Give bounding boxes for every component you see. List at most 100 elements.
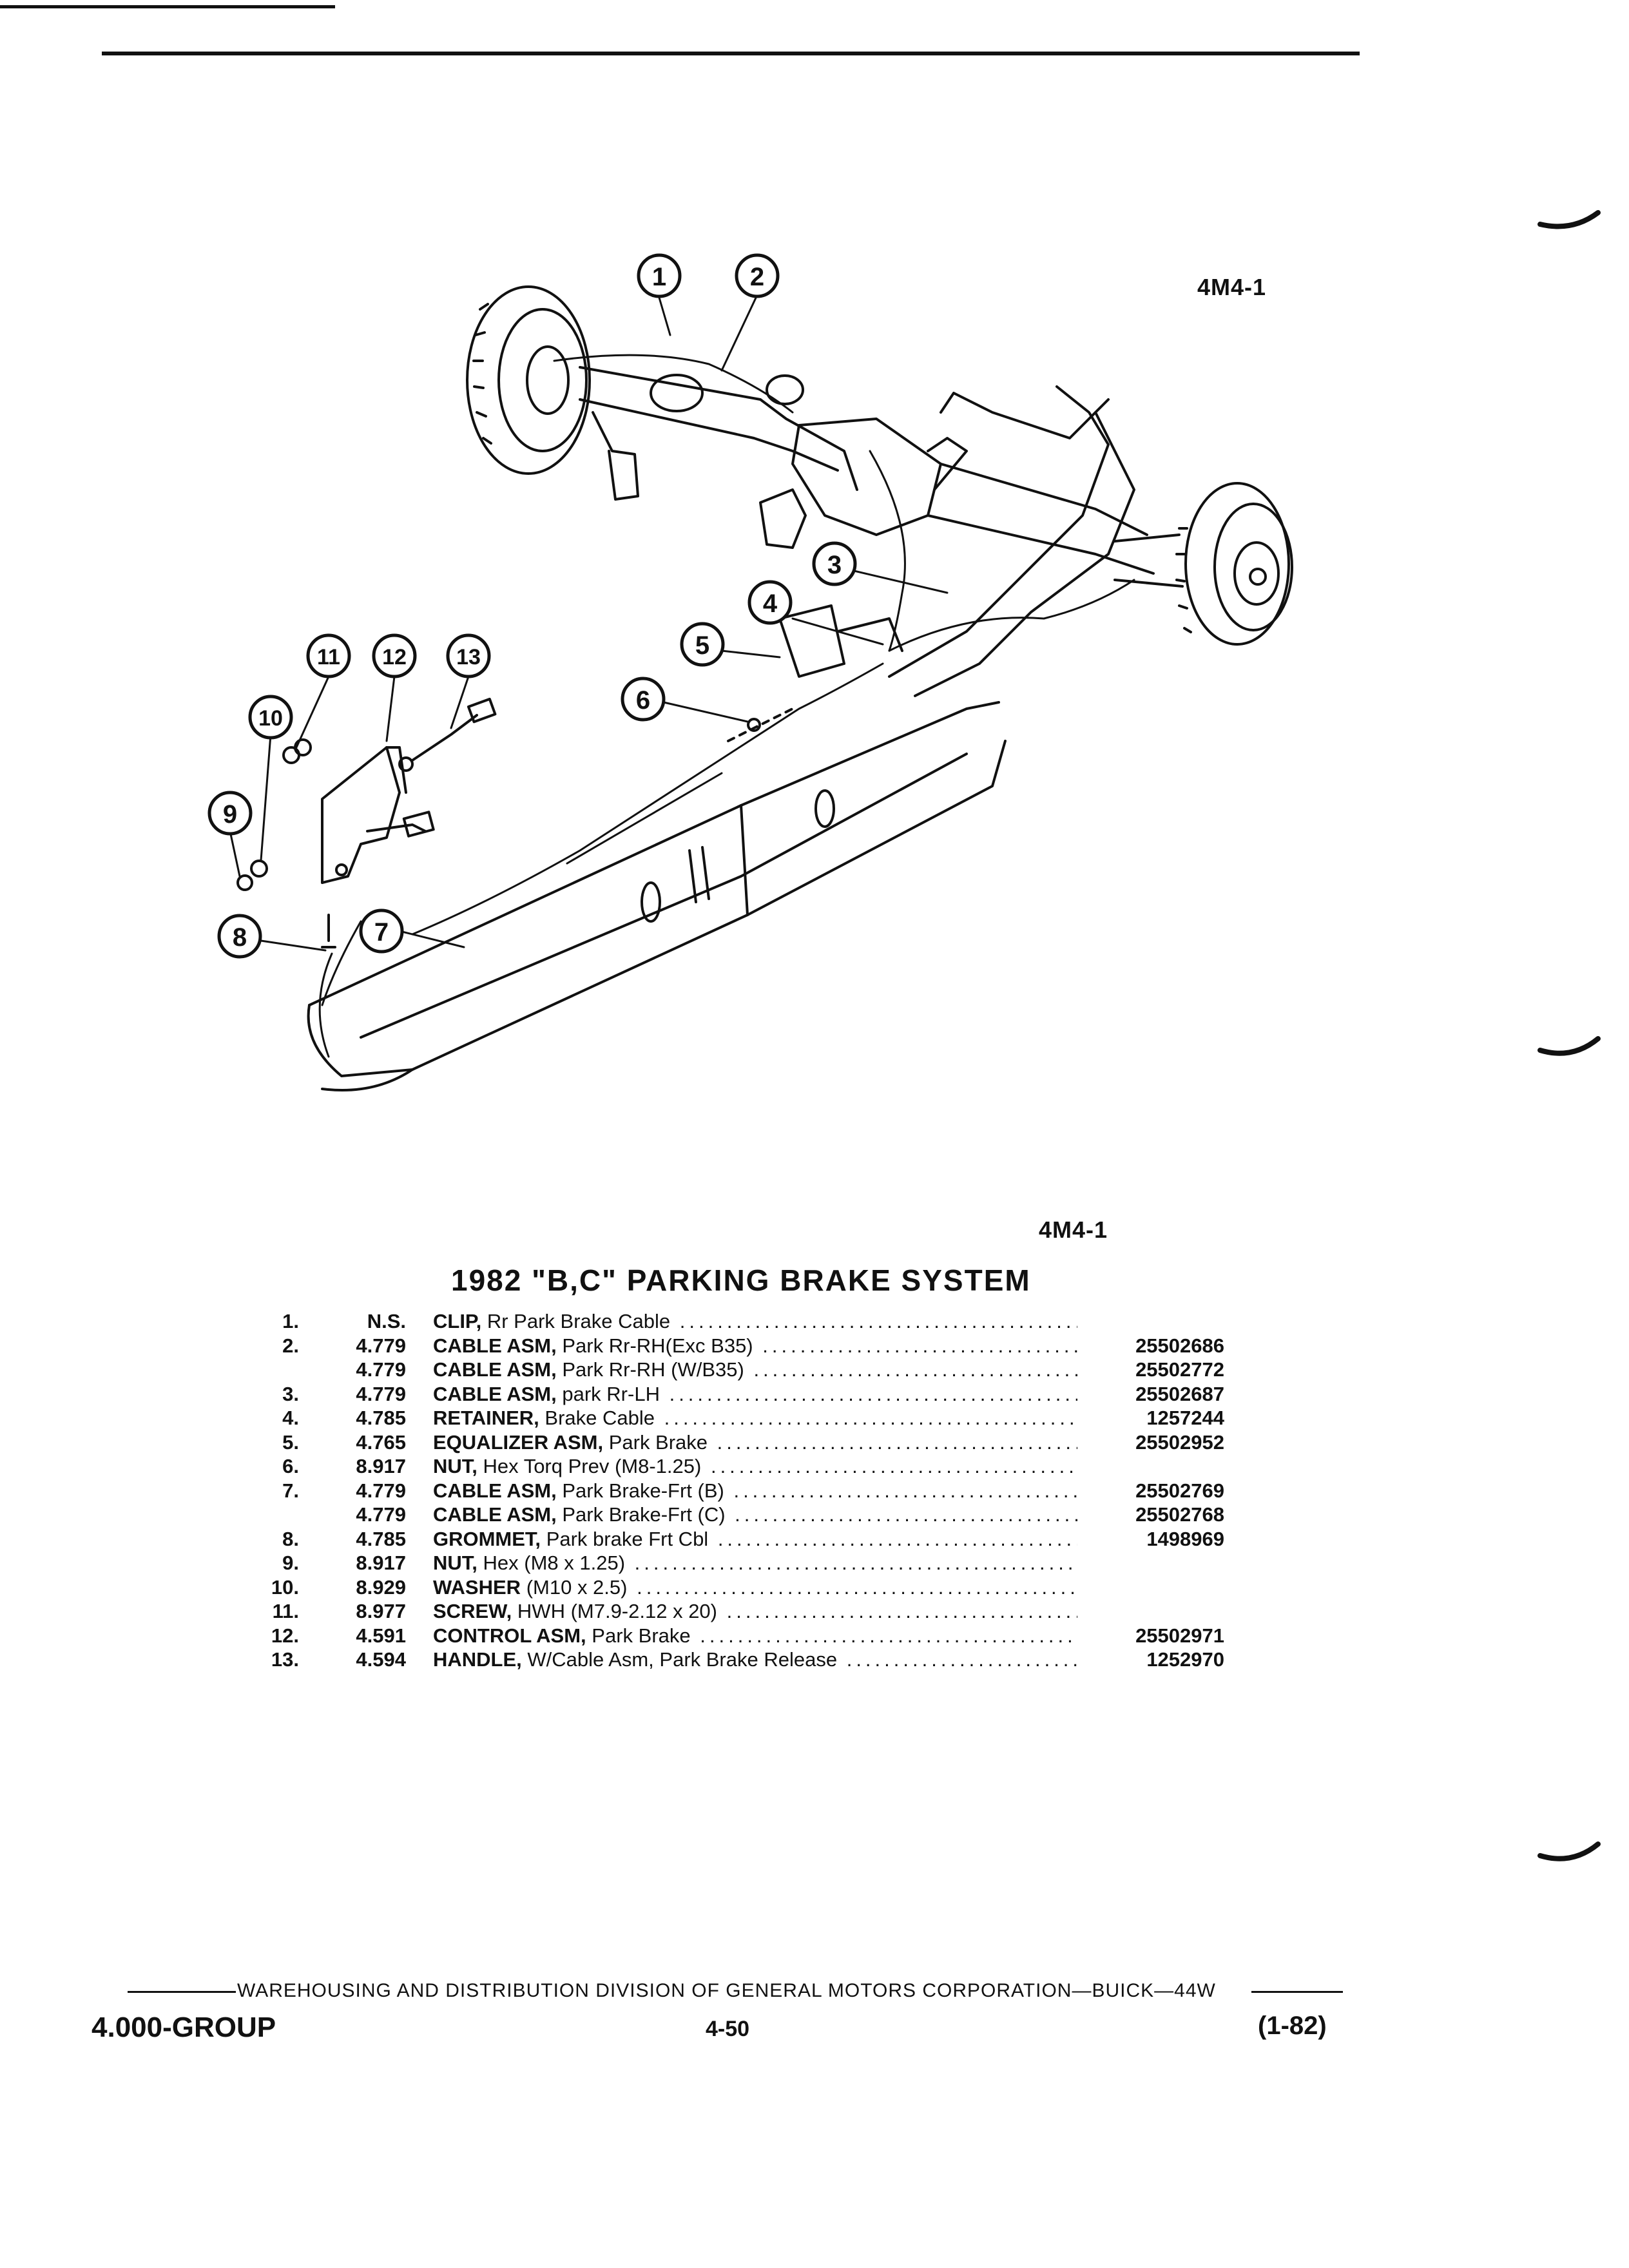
footer-rule-left xyxy=(128,1991,236,1993)
leader-dots: ........................................… xyxy=(700,1624,1077,1647)
group-number: 8.977 xyxy=(356,1600,406,1622)
page-title: 1982 "B,C" PARKING BRAKE SYSTEM xyxy=(451,1264,1031,1297)
part-description: NUT, Hex (M8 x 1.25) ...................… xyxy=(433,1551,1077,1575)
part-description: CONTROL ASM, Park Brake ................… xyxy=(433,1624,1077,1648)
part-detail: (M10 x 2.5) xyxy=(526,1575,628,1599)
part-detail: Park Rr-RH (W/B35) xyxy=(562,1358,744,1381)
callout-10 xyxy=(248,695,293,740)
part-number: 1498969 xyxy=(1146,1527,1224,1550)
leader-lines xyxy=(229,294,949,952)
callout-13 xyxy=(446,633,491,678)
footer-page-number: 4-50 xyxy=(706,2017,750,2041)
part-detail: Rr Park Brake Cable xyxy=(487,1310,671,1332)
left-brake-drum xyxy=(466,285,591,475)
item-number: 10. xyxy=(271,1575,299,1599)
release-handle xyxy=(398,697,497,772)
group-number: 8.917 xyxy=(356,1455,406,1477)
part-name: HANDLE, xyxy=(433,1648,522,1671)
callout-label-9: 9 xyxy=(223,800,237,829)
part-name: CABLE ASM, xyxy=(433,1334,557,1357)
part-detail: HWH (M7.9-2.12 x 20) xyxy=(517,1600,717,1622)
leader-dots: ........................................… xyxy=(717,1527,1077,1550)
leader-dots: ........................................… xyxy=(846,1648,1077,1671)
group-number: 4.779 xyxy=(356,1503,406,1526)
callout-label-11: 11 xyxy=(317,645,340,669)
part-description: CABLE ASM, Park Brake-Frt (B) ..........… xyxy=(433,1479,1077,1503)
rear-axle xyxy=(579,366,1155,575)
part-number: 25502687 xyxy=(1135,1382,1224,1405)
group-number: 8.929 xyxy=(356,1575,406,1599)
callout-7 xyxy=(359,908,404,954)
frame-rear xyxy=(888,385,1135,697)
washer-10 xyxy=(250,860,268,878)
part-description: HANDLE, W/Cable Asm, Park Brake Release … xyxy=(433,1648,1077,1672)
callout-3 xyxy=(812,541,857,586)
leader-dots: ........................................… xyxy=(634,1552,1077,1574)
callout-label-8: 8 xyxy=(233,923,247,952)
footer-division: WAREHOUSING AND DISTRIBUTION DIVISION OF… xyxy=(237,1980,1216,2001)
leader-dots: ........................................… xyxy=(726,1600,1077,1622)
part-name: NUT, xyxy=(433,1552,477,1574)
part-detail: Hex (M8 x 1.25) xyxy=(483,1552,626,1574)
item-number: 3. xyxy=(282,1382,299,1405)
part-description: WASHER (M10 x 2.5) .....................… xyxy=(433,1575,1077,1600)
part-detail: Park brake Frt Cbl xyxy=(546,1527,709,1550)
part-number: 25502772 xyxy=(1135,1358,1224,1381)
footer-rule-right xyxy=(1251,1991,1343,1993)
group-number: 4.785 xyxy=(356,1407,406,1429)
callout-1 xyxy=(637,253,682,298)
part-description: CLIP, Rr Park Brake Cable ..............… xyxy=(433,1309,1077,1334)
item-number: 5. xyxy=(282,1430,299,1454)
equalizer-bracket xyxy=(747,604,903,732)
parking-brake-diagram: 1 2 3 4 5 6 7 8 9 10 11 12 13 xyxy=(207,253,1293,1091)
part-detail: Park Brake-Frt (B) xyxy=(562,1479,724,1502)
group-number: 4.765 xyxy=(356,1430,406,1454)
item-number: 4. xyxy=(282,1407,299,1429)
callout-8 xyxy=(217,914,262,959)
right-brake-drum xyxy=(1113,482,1293,646)
part-description: CABLE ASM, Park Rr-RH (W/B35) ..........… xyxy=(433,1358,1077,1382)
group-number: 4.779 xyxy=(356,1479,406,1502)
item-number: 2. xyxy=(282,1334,299,1357)
part-number: 25502686 xyxy=(1135,1334,1224,1357)
parts-row: 7. 4.779 CABLE ASM, Park Brake-Frt (B) ...… xyxy=(245,1479,1237,1503)
group-number: 8.917 xyxy=(356,1552,406,1574)
part-number: 1252970 xyxy=(1146,1648,1224,1671)
leader-dots: ........................................… xyxy=(735,1503,1077,1526)
part-detail: Hex Torq Prev (M8-1.25) xyxy=(483,1455,702,1477)
callout-11 xyxy=(306,633,351,678)
part-name: CABLE ASM, xyxy=(433,1479,557,1502)
part-number: 1257244 xyxy=(1146,1407,1224,1429)
callout-label-3: 3 xyxy=(827,551,842,579)
brake-cables xyxy=(318,354,1135,1058)
callout-2 xyxy=(735,253,780,298)
item-number: 12. xyxy=(271,1624,299,1647)
part-name: GROMMET, xyxy=(433,1527,541,1550)
part-detail: W/Cable Asm, Park Brake Release xyxy=(527,1648,838,1671)
edge-marks xyxy=(1537,210,1601,1861)
part-detail: Park Brake xyxy=(608,1430,708,1454)
part-number: 25502971 xyxy=(1135,1624,1224,1647)
part-name: EQUALIZER ASM, xyxy=(433,1430,604,1454)
leader-dots: ........................................… xyxy=(717,1430,1077,1454)
callout-6 xyxy=(621,677,666,722)
frame-rail xyxy=(307,701,1007,1091)
callout-label-4: 4 xyxy=(763,590,778,618)
callout-label-5: 5 xyxy=(695,631,709,660)
callout-label-6: 6 xyxy=(636,686,650,715)
group-number: 4.779 xyxy=(356,1334,406,1357)
callout-label-7: 7 xyxy=(374,918,389,947)
group-number: 4.594 xyxy=(356,1648,406,1671)
callout-12 xyxy=(372,633,417,678)
leader-dots: ........................................… xyxy=(733,1479,1077,1502)
part-name: CLIP, xyxy=(433,1310,482,1332)
item-number: 1. xyxy=(282,1310,299,1332)
item-number: 7. xyxy=(282,1479,299,1502)
